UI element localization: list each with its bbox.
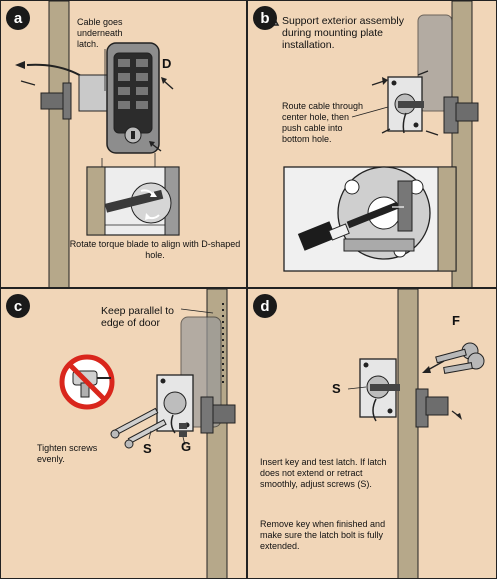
cable-callout: Cable goes underneath latch. (77, 17, 123, 49)
step-badge-a: a (6, 6, 30, 30)
route-cable-callout: Route cable through center hole, then pu… (282, 101, 364, 144)
step-b-panel: b (247, 0, 497, 288)
test-latch-instructions: Insert key and test latch. If latch does… (260, 457, 387, 489)
warning-text: Support exterior assembly during mountin… (282, 15, 404, 51)
step-d-panel: d F S (247, 288, 497, 579)
no-power-drill-icon (59, 354, 115, 410)
step-c-panel: c (0, 288, 247, 579)
tighten-screws-callout: Tighten screws evenly. (37, 443, 98, 464)
step-a-caption: Rotate torque blade to align with D-shap… (69, 239, 241, 260)
step-a-panel: a (0, 0, 247, 288)
step-c-illustration (59, 289, 236, 578)
step-b-illustration (260, 1, 479, 287)
label-f: F (452, 313, 460, 328)
step-badge-c: c (6, 294, 30, 318)
label-d: D (162, 56, 172, 71)
label-s: S (143, 441, 152, 456)
remove-key-instructions: Remove key when finished and make sure t… (260, 519, 386, 551)
step-badge-d: d (253, 294, 277, 318)
step-badge-b: b (253, 6, 277, 30)
keep-parallel-callout: Keep parallel to edge of door (101, 305, 174, 329)
label-g: G (181, 439, 192, 454)
step-a-illustration (15, 1, 180, 287)
step-d-illustration (347, 289, 485, 578)
label-s: S (332, 381, 341, 396)
